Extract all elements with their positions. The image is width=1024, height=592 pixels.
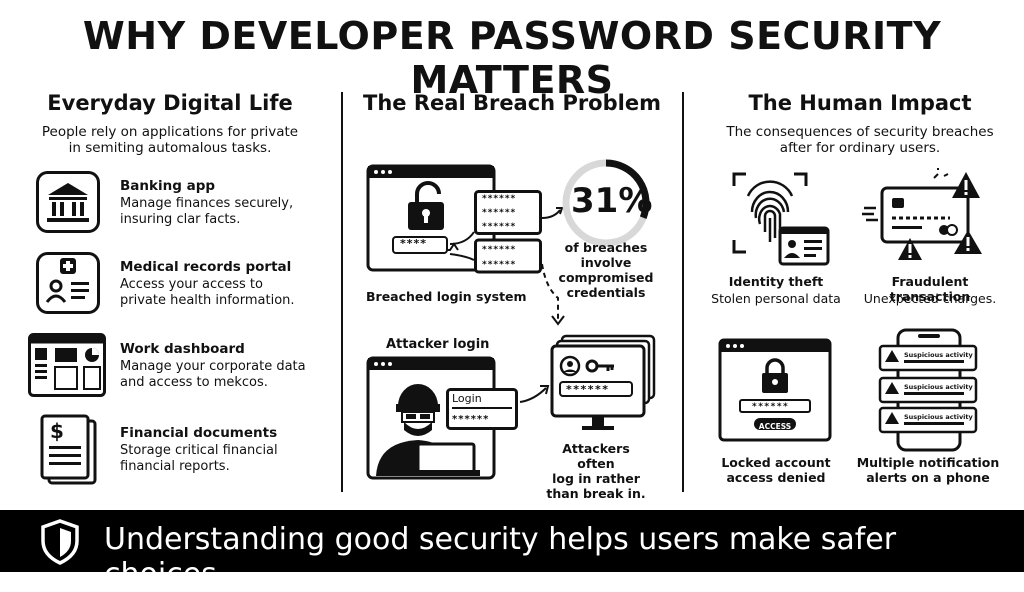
item-title-dashboard: Work dashboard [120, 341, 245, 357]
item-title-medical: Medical records portal [120, 259, 292, 275]
locked-screen-icon [718, 338, 832, 442]
monitor-login-icon [550, 334, 656, 430]
shield-icon [41, 519, 79, 565]
impact-title-notification: Multiple notification [856, 455, 1000, 470]
masked-password: ****** [482, 260, 517, 270]
masked-password: ****** [482, 194, 517, 204]
dollar-document-icon: $ [40, 414, 97, 485]
access-button: ACCESS [758, 422, 792, 431]
breach-percentage-ring [562, 159, 650, 247]
impact-title-locked: Locked account [721, 455, 831, 470]
masked-password: ****** [482, 222, 517, 232]
password-list-card [474, 190, 542, 274]
monitor-masked-password: ****** [566, 383, 610, 396]
masked-password: ****** [482, 245, 517, 255]
fingerprint-icon [732, 172, 830, 266]
footer-text: Understanding good security helps users … [104, 522, 897, 592]
login-form-card [446, 388, 518, 430]
breach-percentage-arc [605, 159, 650, 220]
item-title-banking: Banking app [120, 178, 216, 194]
attack-arrow [519, 385, 550, 403]
item-desc-dashboard: Manage your corporate data and access to… [120, 359, 306, 390]
login-form-label: Login [452, 392, 482, 405]
item-title-financial: Financial documents [120, 425, 278, 441]
column-subtitle-impact: The consequences of security breaches af… [726, 124, 994, 156]
page-title: WHY DEVELOPER PASSWORD SECURITY MATTERS [82, 14, 942, 102]
column-divider [682, 92, 684, 492]
column-title-impact: The Human Impact [748, 91, 972, 115]
alert-text: Suspicious activity [904, 383, 973, 391]
credit-card-warning-icon [862, 168, 982, 260]
impact-desc-notification: alerts on a phone [866, 470, 990, 485]
item-desc-medical: Access your access to private health inf… [120, 277, 295, 308]
alert-text: Suspicious activity [904, 351, 973, 359]
column-divider [341, 92, 343, 492]
impact-title-identity: Identity theft [728, 274, 824, 289]
impact-desc-identity: Stolen personal data [711, 291, 841, 306]
breach-arrows [541, 207, 565, 326]
phone-alerts-icon [878, 328, 978, 452]
login-form-masked: ****** [452, 414, 490, 425]
bank-icon [36, 171, 100, 233]
medical-id-icon [36, 252, 100, 314]
svg-text:$: $ [50, 419, 64, 443]
item-desc-banking: Manage finances securely, insuring clar … [120, 196, 294, 227]
impact-desc-locked: access denied [726, 470, 826, 485]
item-desc-financial: Storage critical financial financial rep… [120, 443, 278, 474]
masked-password: ****** [482, 208, 517, 218]
footer-banner [0, 510, 1024, 572]
attacker-login-label: Attacker login [386, 337, 490, 352]
password-field-small [392, 236, 448, 254]
impact-desc-fraud: Unexpected charges. [863, 291, 997, 306]
breach-percentage-value: 31% [571, 181, 653, 221]
dashboard-icon [28, 333, 106, 397]
column-subtitle-everyday: People rely on applications for private … [41, 124, 299, 156]
alert-text: Suspicious activity [904, 413, 973, 421]
breached-login-label: Breached login system [366, 289, 527, 304]
column-title-everyday: Everyday Digital Life [47, 91, 293, 115]
breach-stat-caption: of breaches involve compromised credenti… [558, 240, 654, 300]
password-mask-short: **** [400, 237, 428, 250]
locked-screen-masked: ****** [752, 402, 790, 412]
impact-title-fraud: Fraudulent transaction [889, 274, 971, 304]
column-title-breach: The Real Breach Problem [363, 91, 661, 115]
attack-caption: Attackers often log in rather than break… [546, 441, 646, 501]
